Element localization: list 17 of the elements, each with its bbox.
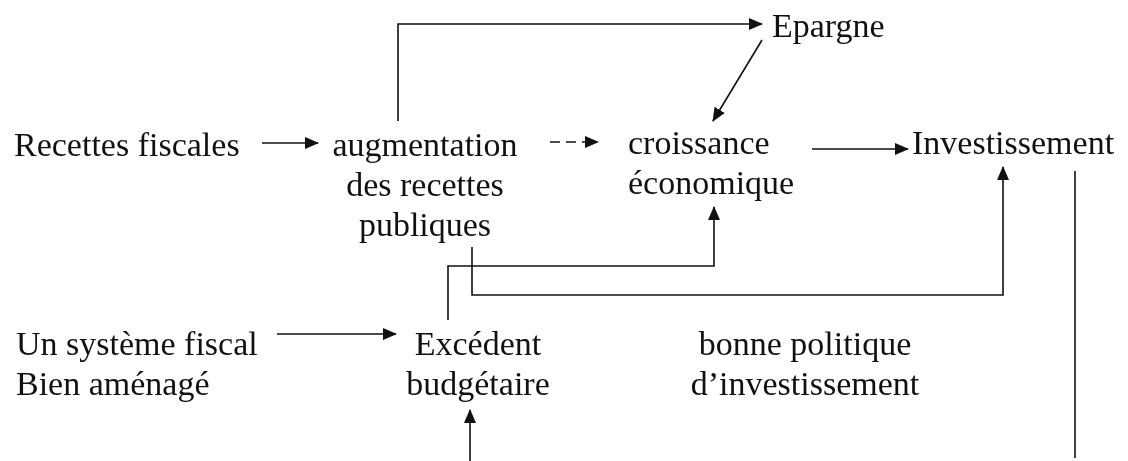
arrow	[811, 143, 909, 155]
node-text: Excédent budgétaire	[405, 324, 551, 404]
arrow	[471, 166, 1009, 296]
node-text: croissance économique	[628, 123, 796, 203]
node-text: Recettes fiscales	[14, 125, 241, 165]
node-text: bonne politique d’investissement	[689, 324, 921, 404]
node-text: Epargne	[772, 6, 886, 46]
arrow	[712, 39, 763, 122]
arrow	[276, 328, 397, 340]
arrow	[261, 137, 319, 149]
arrow	[397, 18, 763, 122]
node-text: augmentation des recettes publiques	[331, 125, 519, 245]
arrow	[464, 409, 476, 461]
arrow	[447, 206, 720, 321]
node-text: Un système fiscal Bien aménagé	[16, 324, 259, 404]
node-text: Investissement	[912, 123, 1116, 163]
arrow	[549, 136, 599, 148]
